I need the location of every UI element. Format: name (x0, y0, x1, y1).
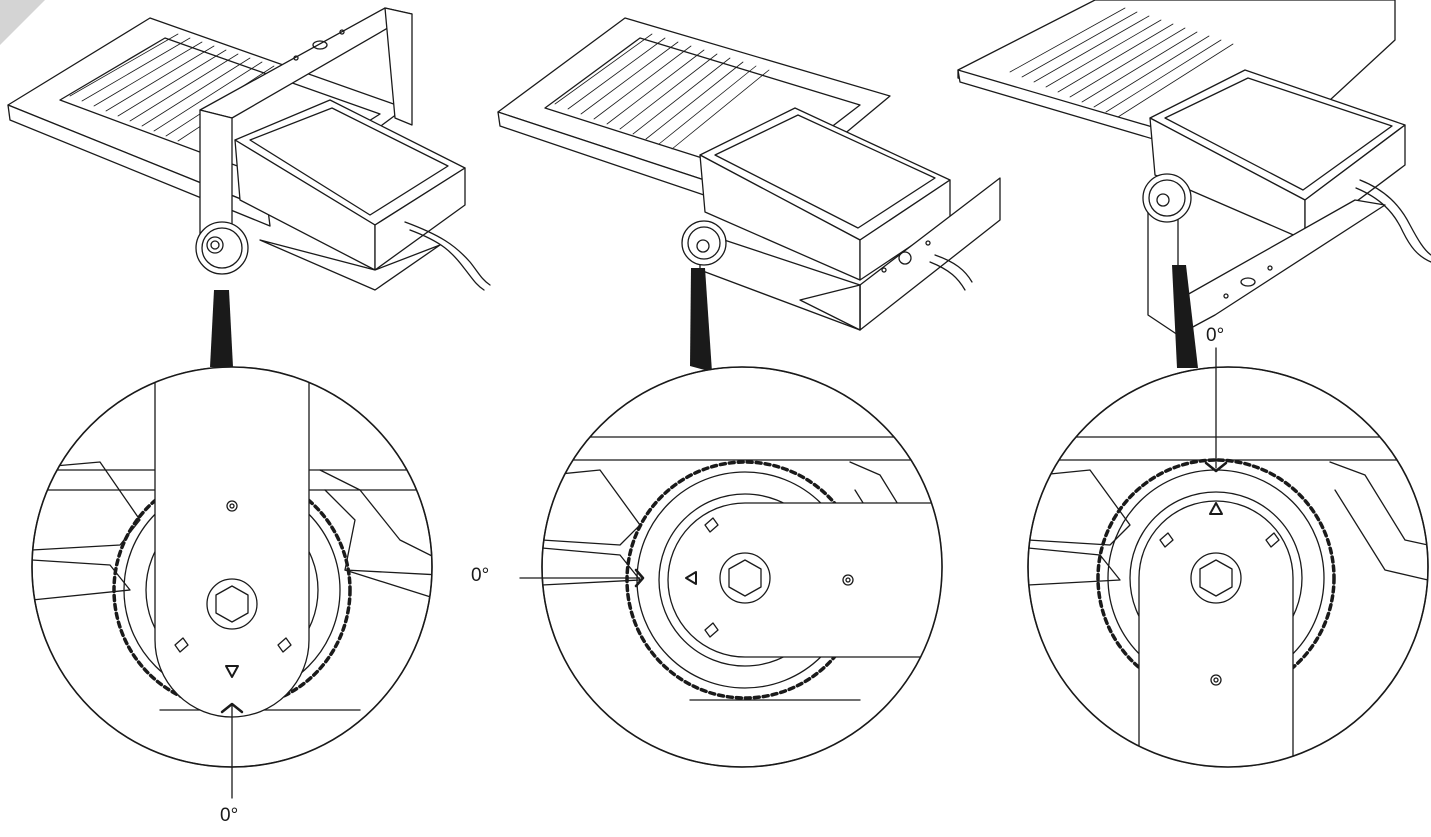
angle-label-sideways: 0° (471, 565, 490, 586)
detail-circle-standing (1027, 347, 1429, 768)
detail-circle-sideways (519, 366, 943, 768)
angle-label-standing: 0° (1206, 325, 1225, 346)
fixture-view-hanging (7, 7, 491, 367)
corner-tab (0, 0, 45, 45)
detail-circle-hanging (31, 366, 433, 799)
angle-label-hanging: 0° (220, 805, 239, 826)
fixture-view-standing (957, 0, 1431, 368)
fixture-view-sideways (497, 17, 1001, 372)
